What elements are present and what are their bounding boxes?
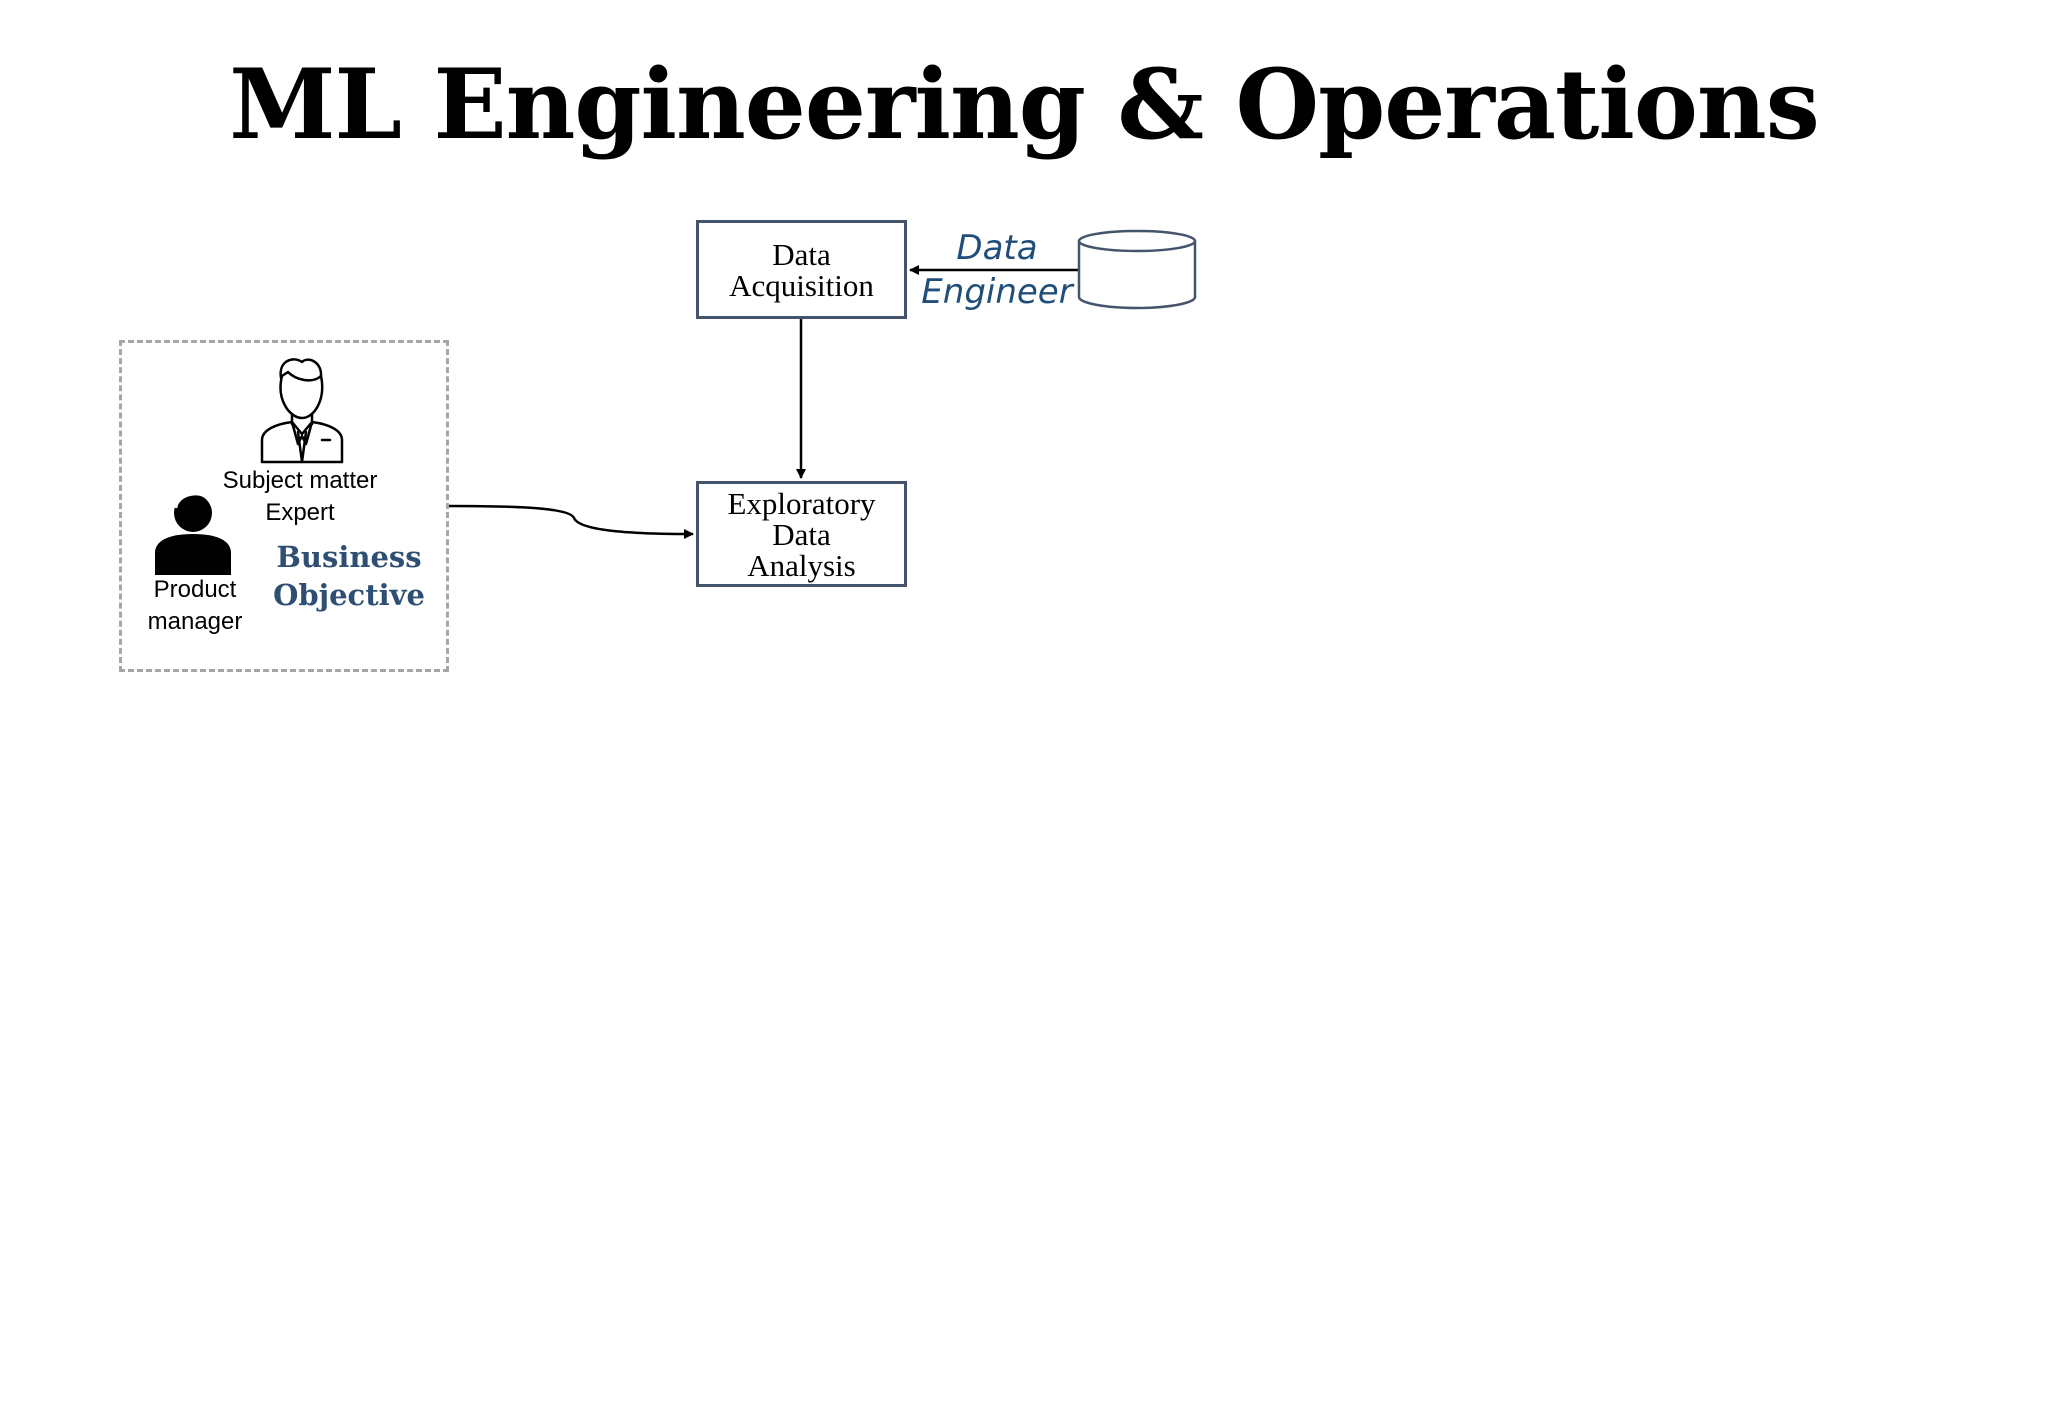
page-title: ML Engineering & Operations <box>229 48 1819 161</box>
business-objective-label: Business Objective <box>273 540 425 612</box>
product-manager-hair-icon <box>174 492 214 509</box>
exploratory-data-analysis-node: Exploratory Data Analysis <box>696 481 907 587</box>
subject-matter-expert-icon <box>260 358 344 464</box>
arrow-objective-to-eda <box>448 504 694 539</box>
subject-matter-expert-label: Subject matter Expert <box>222 467 378 526</box>
stakeholder-group <box>119 340 449 672</box>
data-engineer-label: Data Engineer <box>921 228 1073 312</box>
product-manager-icon <box>155 494 231 575</box>
database-icon <box>1077 229 1197 310</box>
product-manager-label: Product manager <box>147 576 243 635</box>
data-acquisition-node: Data Acquisition <box>696 220 907 319</box>
